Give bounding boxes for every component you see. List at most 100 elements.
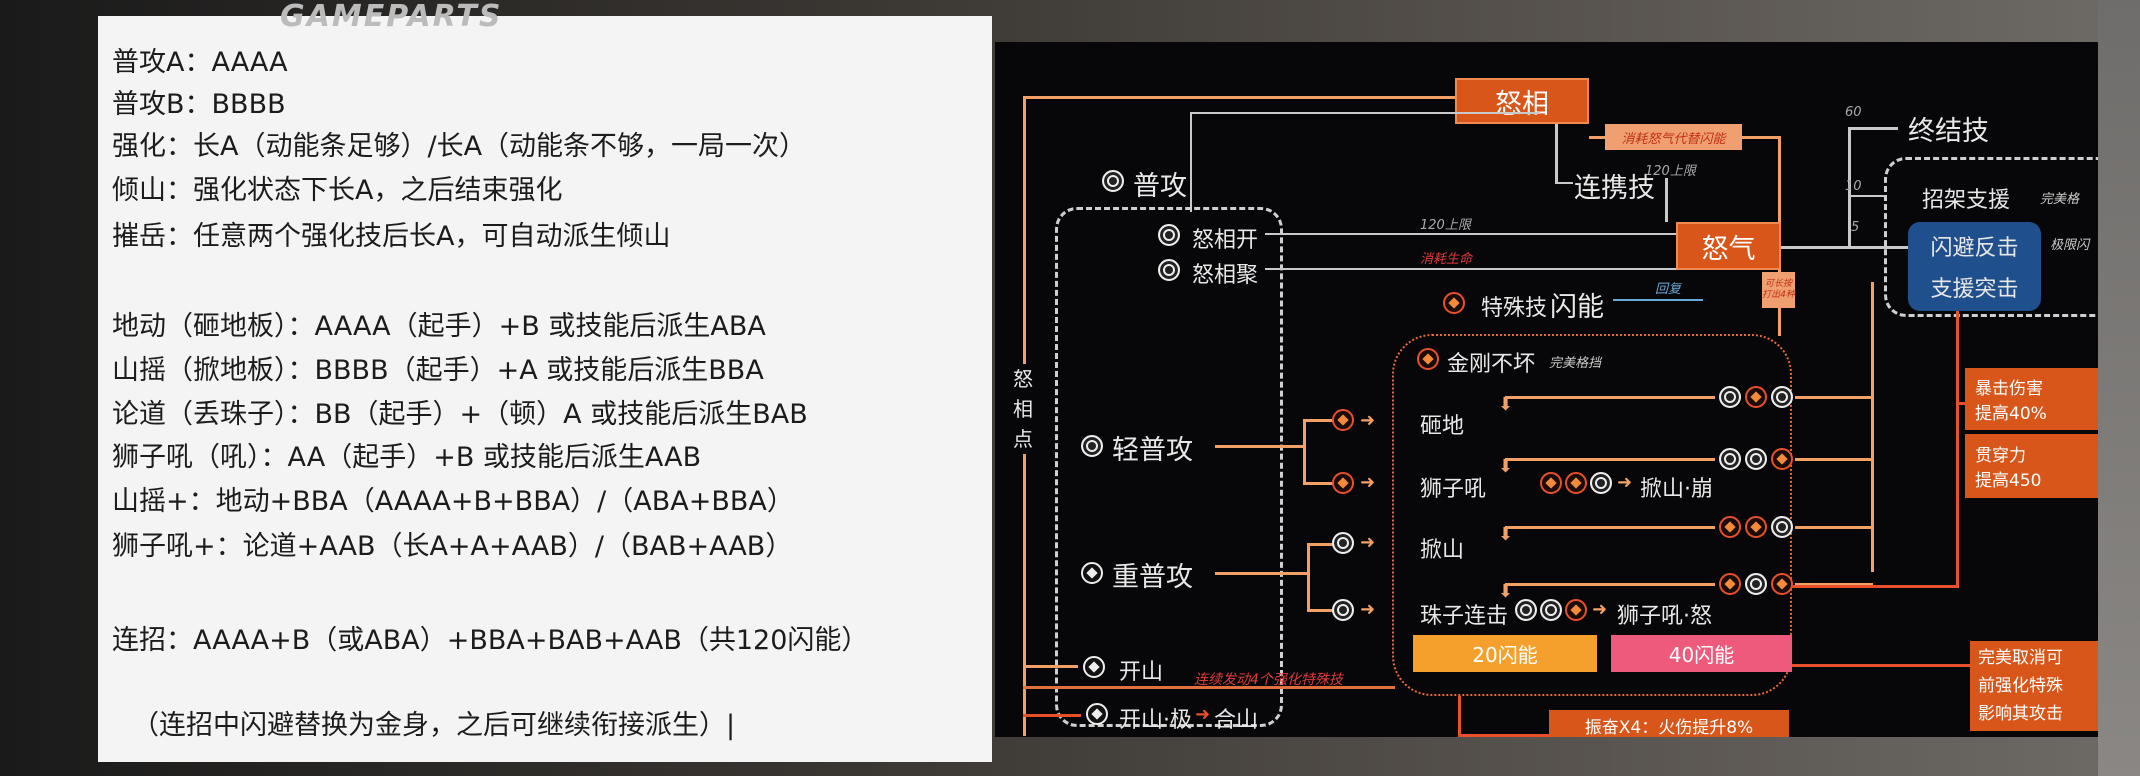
- roar-chain-label: 掀山·崩: [1640, 477, 1713, 502]
- arrow-right-icon: ➜: [1360, 472, 1376, 493]
- connector: [1307, 609, 1335, 612]
- parry-support: 招架支援: [1922, 188, 2011, 213]
- connector: [1795, 396, 1873, 399]
- value-10: 10: [1845, 179, 1862, 194]
- connector: [1458, 696, 1461, 736]
- connector: [1665, 178, 1668, 222]
- light-attack-icon: [1590, 472, 1612, 494]
- cancel-line: 完美取消可: [1978, 648, 2063, 668]
- light-attack-icon: [1540, 599, 1562, 621]
- kaishan-label: 开山: [1119, 660, 1164, 685]
- connector: [1190, 112, 1540, 114]
- note-line: 普攻A：AAAA: [112, 47, 288, 78]
- note-line: 倾山：强化状态下长A，之后结束强化: [112, 175, 563, 206]
- connector: [1505, 583, 1715, 586]
- arrow-right-icon: ➜: [1617, 472, 1633, 493]
- connector: [1795, 526, 1873, 529]
- connector: [1505, 526, 1715, 529]
- note-line: 狮子吼（吼）：AA（起手）+B 或技能后派生AAB: [112, 442, 702, 473]
- energy-20-badge: 20闪能: [1413, 635, 1597, 672]
- connector: [1555, 124, 1558, 184]
- heavy-attack-icon: [1745, 516, 1767, 538]
- chain-skill: 连携技: [1574, 173, 1655, 204]
- note-line: 地动（砸地板）：AAAA（起手）+B 或技能后派生ABA: [112, 311, 766, 342]
- note-line: 狮子吼+：论道+AAB（长A+A+AAB）/（BAB+AAB）: [112, 531, 793, 562]
- heavy-attack-icon: [1417, 348, 1439, 370]
- light-attack-icon: [1081, 435, 1103, 457]
- pierce-line: 提高450: [1975, 471, 2042, 491]
- light-attack-icon: [1745, 573, 1767, 595]
- connector: [1795, 458, 1873, 461]
- basic-attack-label: 普攻: [1133, 171, 1187, 202]
- invincible-label: 金刚不坏: [1447, 352, 1536, 377]
- special-skill-icon: [1443, 292, 1465, 314]
- heavy-attack-icon: [1719, 516, 1741, 538]
- arrow-right-icon: ➜: [1195, 704, 1211, 725]
- connector: [1303, 419, 1333, 422]
- note-line: 论道（丢珠子）：BB（起手）+（顿）A 或技能后派生BAB: [112, 399, 808, 430]
- light-attack-icon: [1719, 448, 1741, 470]
- heavy-attack-icon: [1081, 562, 1103, 584]
- dodge-assist-box: 闪避反击 支援突击: [1908, 222, 2041, 311]
- energy-label: 闪能: [1550, 292, 1604, 323]
- value-5: 5: [1851, 220, 1860, 235]
- connector: [1795, 583, 1873, 586]
- connector: [1848, 127, 1898, 130]
- inspire-box: 振奋X4：火伤提升8%: [1549, 710, 1789, 737]
- connector: [1505, 458, 1715, 461]
- connector: [1555, 182, 1573, 184]
- arrow-right-icon: ➜: [1360, 532, 1376, 553]
- connector: [1458, 734, 1550, 737]
- arrow-down-icon: ⬇: [1498, 524, 1514, 545]
- support-group: [1884, 157, 2098, 317]
- note-line: 摧岳：任意两个强化技后长A，可自动派生倾山: [112, 221, 671, 252]
- heavy-attack-icon: [1745, 386, 1767, 408]
- connector: [1215, 572, 1307, 575]
- connector: [1956, 402, 1968, 405]
- connector: [1791, 585, 1959, 588]
- light-attack-icon: [1158, 224, 1180, 246]
- basic-attack-group: [1055, 207, 1283, 727]
- heavy-attack-icon: [1565, 599, 1587, 621]
- arrow-down-icon: ⬇: [1498, 394, 1514, 415]
- note-line[interactable]: （连招中闪避替换为金身，之后可继续衔接派生）|: [132, 710, 736, 741]
- smash-label: 砸地: [1420, 414, 1465, 439]
- value-60: 60: [1845, 105, 1862, 120]
- nuxiang-gather: 怒相聚: [1192, 263, 1259, 288]
- connector: [1023, 96, 1455, 99]
- connector: [1307, 543, 1335, 546]
- dodge-counter: 闪避反击: [1930, 236, 2019, 261]
- heavy-attack-icon: [1086, 703, 1108, 725]
- roar-label: 狮子吼: [1420, 477, 1487, 502]
- cancel-box: 完美取消可前强化特殊影响其攻击: [1970, 641, 2098, 731]
- heavy-attack-icon: [1719, 573, 1741, 595]
- perfect-block-note: 完美格挡: [1549, 356, 1602, 371]
- note-line: 强化：长A（动能条足够）/长A（动能条不够，一局一次）: [112, 131, 807, 162]
- special-skill-label: 特殊技: [1481, 296, 1548, 321]
- light-attack-label: 轻普攻: [1112, 435, 1193, 466]
- connector: [1023, 686, 1395, 689]
- connector: [1871, 282, 1874, 572]
- note-line: 山摇（掀地板）：BBBB（起手）+A 或技能后派生BBA: [112, 355, 764, 386]
- cap-label: 120上限: [1645, 164, 1696, 179]
- heavy-attack-icon: [1083, 656, 1105, 678]
- connector: [1781, 246, 1908, 249]
- connector: [1792, 664, 1970, 667]
- crit-line: 提高40%: [1975, 404, 2047, 424]
- lift-label: 掀山: [1420, 538, 1465, 563]
- connector: [1023, 665, 1078, 668]
- combo-diagram: 怒相点 怒相 消耗怒气代替闪能 60 终结技 10 5 招架支援 完美格 闪避反…: [995, 42, 2098, 737]
- nuxiang-point-label: 怒相点: [1013, 364, 1037, 454]
- heavy-attack-icon: [1771, 573, 1793, 595]
- heavy-attack-icon: [1771, 448, 1793, 470]
- hold-note: 可长按打出4种: [1762, 272, 1795, 308]
- background: [2098, 0, 2140, 776]
- recover-label: 回复: [1655, 282, 1682, 297]
- rage-box: 怒气: [1676, 222, 1781, 270]
- light-attack-icon: [1332, 532, 1354, 554]
- connector: [1215, 445, 1305, 448]
- connector: [1505, 396, 1715, 399]
- pierce-box: 贯穿力提高450: [1965, 434, 2098, 498]
- limit-dodge-note: 极限闪: [2050, 238, 2090, 253]
- light-attack-icon: [1771, 516, 1793, 538]
